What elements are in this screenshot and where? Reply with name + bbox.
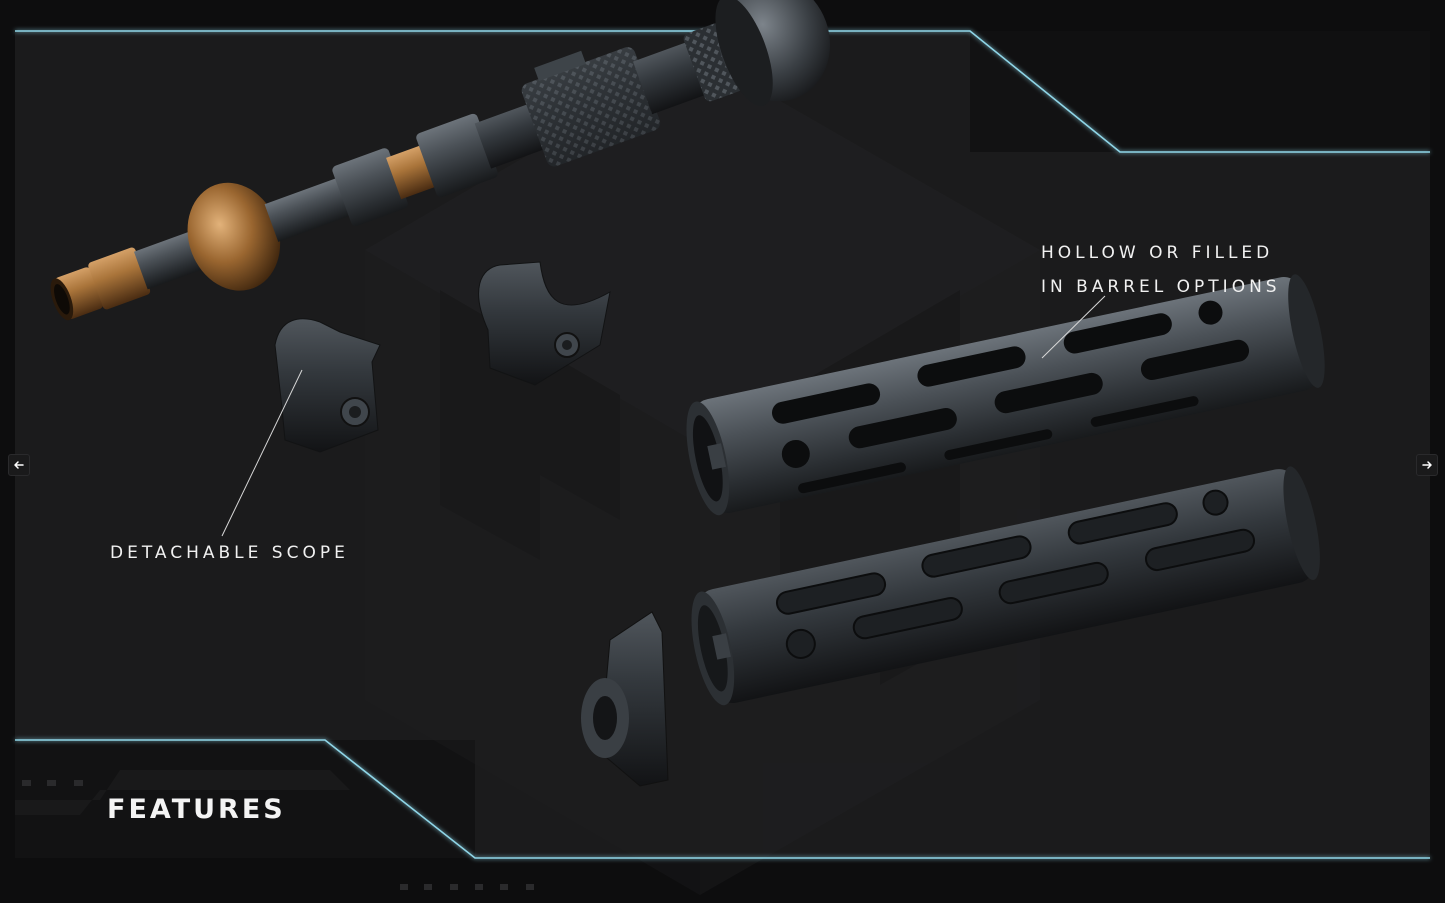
barrel-hollow-illustration bbox=[686, 274, 1325, 516]
scope-callout-line bbox=[221, 369, 303, 537]
barrel-callout-line1: HOLLOW OR FILLED bbox=[1041, 243, 1274, 263]
barrel-callout-label: HOLLOW OR FILLED IN BARREL OPTIONS bbox=[1041, 236, 1281, 304]
scope-callout-label: DETACHABLE SCOPE bbox=[110, 543, 349, 563]
barrel-callout-line2: IN BARREL OPTIONS bbox=[1041, 277, 1281, 297]
slide-title: FEATURES bbox=[107, 794, 286, 825]
arrow-left-icon bbox=[14, 461, 24, 469]
arrow-right-icon bbox=[1422, 461, 1432, 469]
previous-slide-button[interactable] bbox=[8, 454, 30, 476]
barrel-filled-illustration bbox=[581, 466, 1320, 787]
barrel-callout-line bbox=[1041, 295, 1106, 359]
scope-illustration bbox=[50, 0, 831, 453]
next-slide-button[interactable] bbox=[1416, 454, 1438, 476]
